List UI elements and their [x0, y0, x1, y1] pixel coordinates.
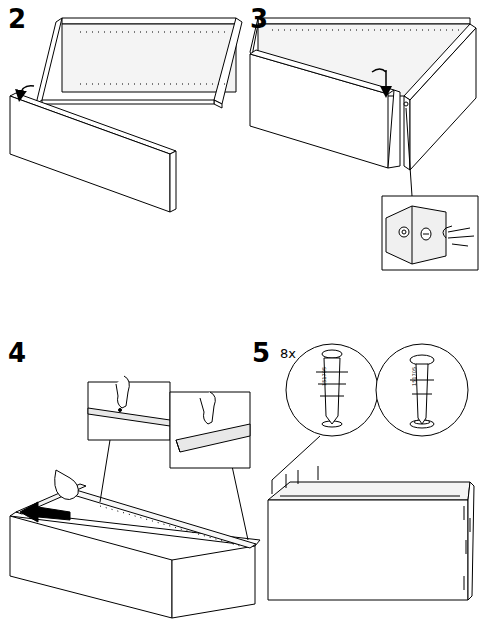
quantity-label: 8x [280, 347, 296, 360]
cabinet-carcass [268, 482, 474, 600]
dowel-inset [376, 344, 468, 436]
direction-arrow [20, 86, 34, 96]
dowel-marks [272, 466, 470, 590]
direction-arrow [385, 70, 387, 92]
step-number: 4 [8, 340, 26, 366]
dowel-inset [286, 344, 378, 436]
groove-inset [170, 392, 250, 468]
leader-line [232, 466, 248, 540]
groove-inset [88, 376, 170, 440]
leader-line [272, 436, 320, 480]
step-number: 5 [252, 340, 270, 366]
side-panel [404, 24, 476, 170]
front-panel [10, 93, 176, 212]
direction-arrow [372, 69, 386, 72]
back-panel [70, 490, 256, 548]
part-number: 151705 [322, 367, 327, 386]
part-number: 151705 [412, 367, 417, 386]
direction-arrow [20, 502, 70, 522]
step-number: 2 [8, 6, 26, 32]
leader-line [406, 108, 412, 196]
cabinet-carcass [36, 18, 242, 108]
leader-line [100, 440, 110, 502]
cam-lock-inset [382, 196, 478, 270]
step-number: 3 [250, 6, 268, 32]
hand [55, 470, 79, 500]
cabinet-carcass [10, 484, 260, 618]
